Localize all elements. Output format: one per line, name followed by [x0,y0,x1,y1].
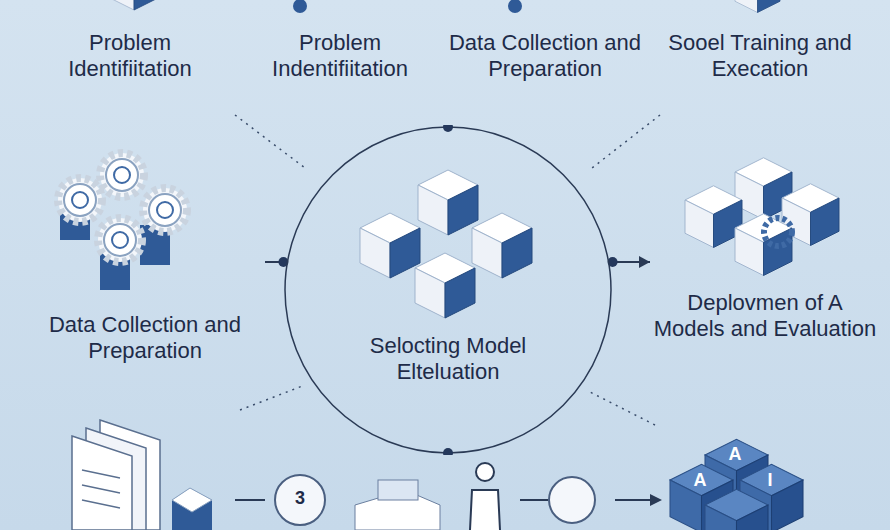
connector [265,257,288,267]
callout-letter: A [685,470,715,491]
node-text: Data Collection and Preparation [25,312,265,364]
callout-letter: A [720,444,750,465]
center-circle: Selocting Model Elteluation [283,125,613,455]
connector [608,256,650,268]
callout-letter: I [755,470,785,491]
step-label: Problem Identifiitation [25,30,235,82]
circle-outline [283,125,613,455]
process-group: Data Collection and Preparation [25,140,265,385]
callout-letter: 3 [285,488,315,509]
step-label: Problem Indentifiitation [235,30,445,82]
node-text: Selocting Model Elteluation [333,333,563,385]
process-group: Deplovmen of A Models and Evaluation [650,150,880,385]
step-label: Data Collection and Preparation [435,30,655,82]
step-label: Sooel Training and Execation [650,30,870,82]
node-text: Deplovmen of A Models and Evaluation [650,290,880,342]
